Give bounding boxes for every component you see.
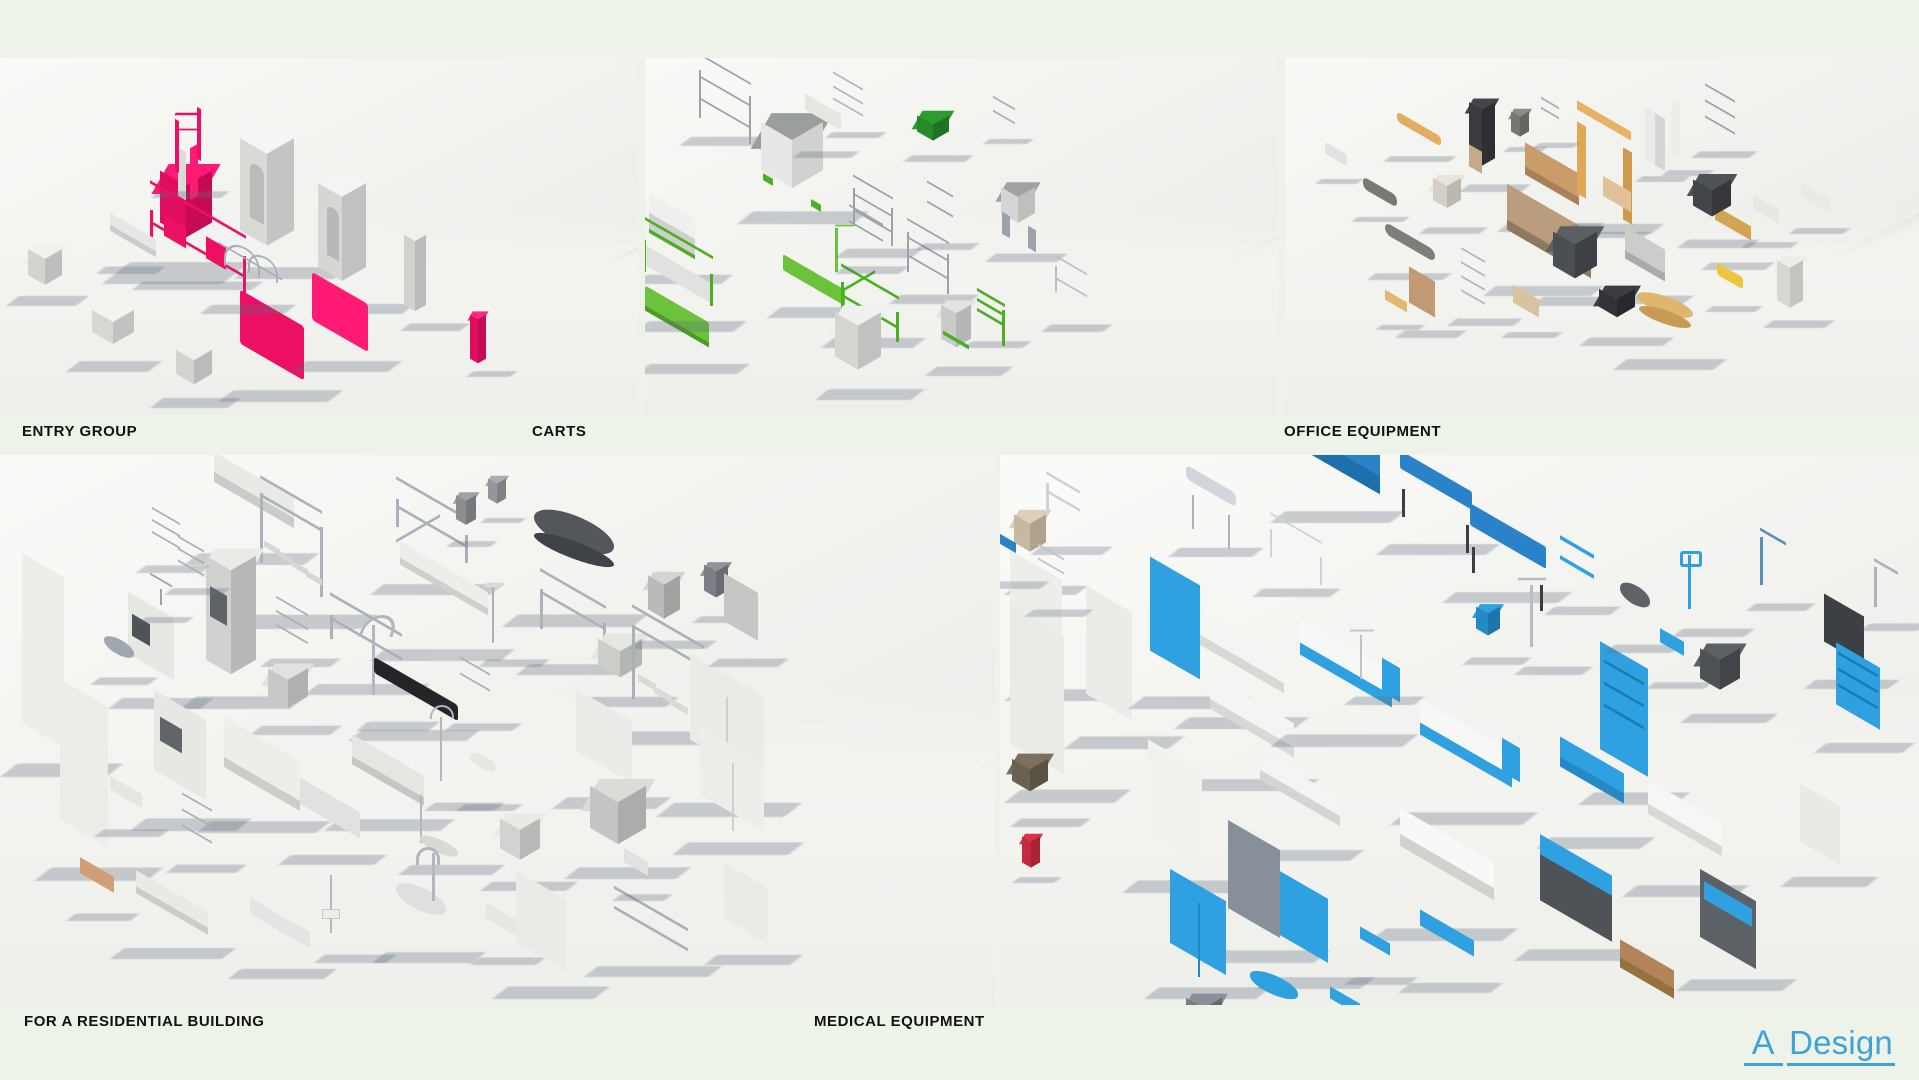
panel-label-office-equipment: OFFICE EQUIPMENT (1284, 423, 1442, 440)
brand-logo[interactable]: A Design (1743, 1022, 1895, 1066)
entry-group-render (0, 58, 638, 415)
residential-building-render (0, 455, 995, 1005)
floor-fade (1285, 207, 1919, 415)
panel-office-equipment[interactable] (1285, 58, 1919, 415)
medical-equipment-render (1000, 455, 1919, 1005)
panel-carts[interactable] (645, 58, 1277, 415)
panel-medical-equipment[interactable] (1000, 455, 1919, 1005)
panel-label-carts: CARTS (532, 423, 587, 440)
panel-label-for-a-residential-building: FOR A RESIDENTIAL BUILDING (24, 1013, 265, 1030)
panel-for-a-residential-building[interactable] (0, 455, 995, 1005)
panel-label-entry-group: ENTRY GROUP (22, 423, 138, 440)
logo-line-a: A (1743, 1025, 1783, 1066)
carts-render (645, 58, 1277, 415)
office-equipment-render (1285, 58, 1919, 415)
panel-label-medical-equipment: MEDICAL EQUIPMENT (814, 1013, 985, 1030)
panel-entry-group[interactable] (0, 58, 638, 415)
logo-line-design: Design (1787, 1025, 1895, 1066)
